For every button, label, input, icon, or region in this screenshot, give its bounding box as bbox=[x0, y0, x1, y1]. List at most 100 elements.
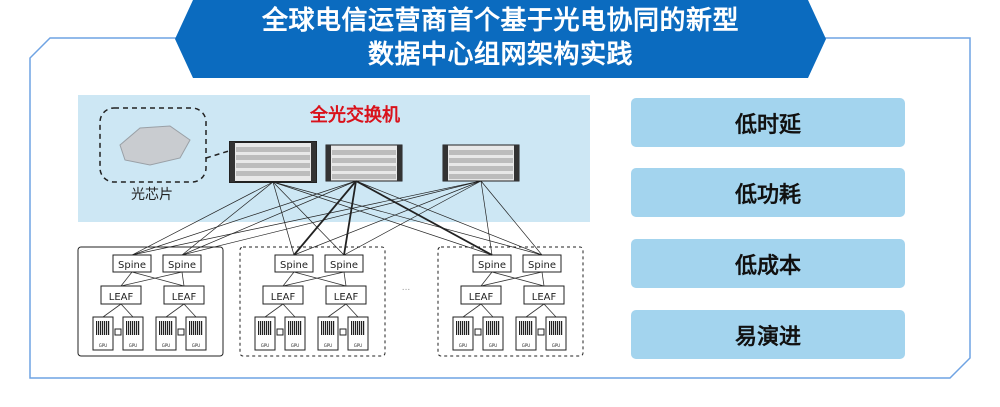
gpu-stripe bbox=[353, 321, 355, 335]
switch-port-row bbox=[332, 166, 396, 171]
switch-port-row bbox=[332, 174, 396, 179]
gpu-stripe bbox=[270, 321, 272, 335]
gpu-stripe bbox=[494, 321, 496, 335]
gpu-stripe bbox=[258, 321, 260, 335]
leaf-switch bbox=[163, 285, 205, 305]
spine-leaf-link bbox=[120, 271, 183, 287]
gpu-label: GPU bbox=[459, 343, 468, 348]
feature-low-cost: 低成本 bbox=[631, 239, 905, 288]
gpu-stripe bbox=[298, 321, 300, 335]
gpu-stripe bbox=[132, 321, 134, 335]
optical-link bbox=[272, 181, 295, 256]
gpu-stripe bbox=[363, 321, 365, 335]
gpu-stripe bbox=[108, 321, 110, 335]
chip-callout-box bbox=[99, 107, 207, 183]
gpu-stripe bbox=[492, 321, 494, 335]
switch-port-row bbox=[236, 155, 310, 160]
optical-chip-image bbox=[119, 125, 191, 166]
switch-side bbox=[397, 145, 402, 181]
gpu-interconnect bbox=[474, 328, 482, 336]
gpu-interconnect bbox=[276, 328, 284, 336]
gpu-stripe bbox=[551, 321, 553, 335]
gpu-stripe bbox=[294, 321, 296, 335]
gpu-label: GPU bbox=[522, 343, 531, 348]
leaf-gpu-link bbox=[282, 303, 296, 318]
optical-link bbox=[181, 180, 482, 256]
leaf-switch bbox=[460, 285, 502, 305]
gpu-stripe bbox=[138, 321, 140, 335]
gpu-stripe bbox=[126, 321, 128, 335]
gpu-interconnect bbox=[537, 328, 545, 336]
feature-low-power: 低功耗 bbox=[631, 168, 905, 217]
switch-side bbox=[326, 145, 331, 181]
gpu-label: GPU bbox=[552, 343, 561, 348]
spine-leaf-link bbox=[181, 271, 185, 287]
gpu-stripe bbox=[351, 321, 353, 335]
gpu-stripe bbox=[96, 321, 98, 335]
gpu-stripe bbox=[361, 321, 363, 335]
pod-ellipsis: ... bbox=[402, 283, 411, 293]
optical-link bbox=[272, 181, 345, 256]
gpu-interconnect bbox=[177, 328, 185, 336]
switch-port-row bbox=[449, 150, 513, 155]
gpu-stripe bbox=[161, 321, 163, 335]
gpu-stripe bbox=[531, 321, 533, 335]
spine-label: Spine bbox=[168, 260, 196, 271]
gpu-stripe bbox=[300, 321, 302, 335]
gpu-stripe bbox=[167, 321, 169, 335]
leaf-gpu-link bbox=[264, 303, 284, 318]
banner-title-line2: 数据中心组网架构实践 bbox=[367, 40, 633, 70]
gpu-stripe bbox=[323, 321, 325, 335]
spine-leaf-link bbox=[343, 271, 347, 287]
spine-leaf-link bbox=[491, 271, 545, 287]
leaf-label: LEAF bbox=[172, 292, 197, 303]
gpu-stripe bbox=[104, 321, 106, 335]
gpu-label: GPU bbox=[99, 343, 108, 348]
gpu-stripe bbox=[102, 321, 104, 335]
spine-leaf-link bbox=[131, 271, 185, 287]
switch-side bbox=[443, 145, 448, 181]
gpu-stripe bbox=[553, 321, 555, 335]
gpu-label: GPU bbox=[162, 343, 171, 348]
switch-port-row bbox=[236, 171, 310, 176]
switch-port-row bbox=[332, 158, 396, 163]
gpu-stripe bbox=[171, 321, 173, 335]
gpu-stripe bbox=[130, 321, 132, 335]
gpu-stripe bbox=[106, 321, 108, 335]
gpu-stripe bbox=[134, 321, 136, 335]
gpu-stripe bbox=[466, 321, 468, 335]
gpu-stripe bbox=[193, 321, 195, 335]
gpu-stripe bbox=[331, 321, 333, 335]
optical-link bbox=[355, 180, 543, 256]
leaf-gpu-link bbox=[480, 303, 494, 318]
gpu-label: GPU bbox=[129, 343, 138, 348]
gpu-label: GPU bbox=[261, 343, 270, 348]
gpu-stripe bbox=[159, 321, 161, 335]
gpu-stripe bbox=[498, 321, 500, 335]
leaf-gpu-link bbox=[345, 303, 359, 318]
gpu-stripe bbox=[486, 321, 488, 335]
spine-leaf-link bbox=[293, 271, 347, 287]
switch-port-row bbox=[449, 166, 513, 171]
gpu-stripe bbox=[288, 321, 290, 335]
leaf-label: LEAF bbox=[334, 292, 359, 303]
gpu-stripe bbox=[460, 321, 462, 335]
optical-link bbox=[355, 180, 493, 256]
leaf-gpu-link bbox=[327, 303, 347, 318]
gpu-stripe bbox=[321, 321, 323, 335]
optical-link bbox=[480, 180, 493, 256]
banner-title: 全球电信运营商首个基于光电协同的新型 数据中心组网架构实践 bbox=[193, 4, 808, 72]
leaf-gpu-link bbox=[183, 303, 197, 318]
spine-leaf-link bbox=[480, 271, 543, 287]
gpu-stripe bbox=[333, 321, 335, 335]
optical-switch-title: 全光交换机 bbox=[309, 104, 400, 126]
gpu-stripe bbox=[197, 321, 199, 335]
gpu-label: GPU bbox=[489, 343, 498, 348]
gpu-stripe bbox=[327, 321, 329, 335]
spine-label: Spine bbox=[528, 260, 556, 271]
gpu-stripe bbox=[325, 321, 327, 335]
optical-link bbox=[131, 180, 357, 256]
gpu-stripe bbox=[290, 321, 292, 335]
title-banner bbox=[175, 0, 826, 78]
